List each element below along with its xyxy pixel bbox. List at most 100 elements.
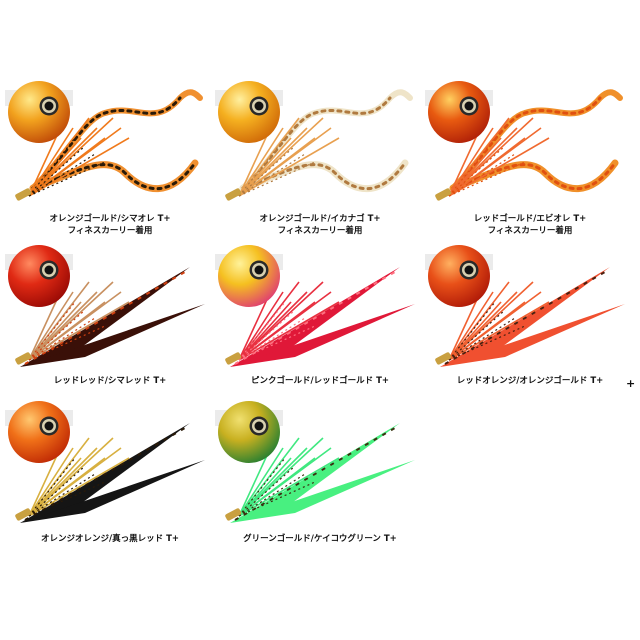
product-name: グリーンゴールド/ケイコウグリーン T+ <box>243 534 397 544</box>
skirt-strand <box>448 281 534 361</box>
jig-illustration <box>5 401 205 523</box>
product-card[interactable]: レッドゴールド/エビオレ T+ フィネスカーリー着用 <box>425 78 635 248</box>
skirt-strand <box>28 447 74 517</box>
tail-pattern <box>451 96 602 190</box>
skirt-pattern <box>238 473 306 517</box>
skirt-strand <box>448 301 550 361</box>
jig-illustration <box>5 245 205 367</box>
skirt-strand <box>28 301 130 361</box>
skirt-strand <box>238 291 284 361</box>
skirt-strand <box>28 137 130 197</box>
hook-sleeve <box>435 188 452 201</box>
skirt-strand <box>28 127 74 197</box>
skirt-pattern <box>448 161 526 197</box>
product-card[interactable]: グリーンゴールド/ケイコウグリーン T+ <box>215 398 425 568</box>
eye-pupil <box>254 265 264 275</box>
skirt-strand <box>448 137 550 197</box>
jig-illustration <box>215 245 415 367</box>
jig-head <box>8 401 70 463</box>
skirt-pattern <box>238 457 286 517</box>
tail-pattern <box>234 271 396 365</box>
eye-pupil <box>464 101 474 111</box>
jig-head <box>8 245 70 307</box>
eye-pupil <box>254 421 264 431</box>
skirt-strand <box>28 291 122 361</box>
skirt-pattern <box>28 325 106 361</box>
jig-head <box>428 245 490 307</box>
eye-pupil <box>44 101 54 111</box>
skirt-strand <box>28 117 114 197</box>
skirt-strand <box>448 127 494 197</box>
tail-pattern <box>24 427 186 521</box>
tail-pattern <box>241 96 392 190</box>
skirt-pattern <box>28 137 76 197</box>
skirt-strand <box>238 301 340 361</box>
product-note: フィネスカーリー着用 <box>487 226 573 236</box>
product-name: レッドレッド/シマレッド T+ <box>53 376 167 386</box>
skirt-strand <box>448 117 534 197</box>
skirt-strand <box>238 447 284 517</box>
skirt-pattern <box>28 317 96 361</box>
product-name: ピンクゴールド/レッドゴールド T+ <box>251 376 389 386</box>
tail-pattern <box>24 271 186 365</box>
skirt-strand <box>28 447 122 517</box>
hook-sleeve <box>15 508 32 521</box>
skirt-strand <box>28 127 122 197</box>
skirt-strand <box>28 291 74 361</box>
skirt-pattern <box>28 161 106 197</box>
tail-pattern <box>31 96 182 190</box>
skirt-pattern <box>448 301 496 361</box>
skirt-strand <box>238 437 324 517</box>
skirt-strand <box>28 281 114 361</box>
tail-pattern <box>444 271 606 365</box>
jig-illustration <box>5 81 203 201</box>
skirt-strand <box>238 281 324 361</box>
skirt-strand <box>238 457 340 517</box>
product-card[interactable]: オレンジゴールド/シマオレ T+ フィネスカーリー着用 <box>5 78 215 248</box>
skirt-strand <box>448 291 494 361</box>
product-name: オレンジオレンジ/真っ黒レッド T+ <box>41 534 179 544</box>
skirt-strand <box>448 127 542 197</box>
jig-illustration <box>215 401 415 523</box>
skirt-pattern <box>448 317 516 361</box>
product-card[interactable]: オレンジゴールド/イカナゴ T+ フィネスカーリー着用 <box>215 78 425 248</box>
skirt-pattern <box>28 153 96 197</box>
eye-pupil <box>44 265 54 275</box>
skirt-pattern <box>238 153 306 197</box>
skirt-strand <box>238 127 332 197</box>
skirt-pattern <box>238 161 316 197</box>
skirt-pattern <box>238 301 286 361</box>
skirt-pattern <box>28 481 106 517</box>
skirt-pattern <box>238 137 286 197</box>
skirt-pattern <box>448 325 526 361</box>
product-card[interactable]: レッドオレンジ/オレンジゴールド T+ <box>425 242 635 412</box>
product-name: オレンジゴールド/イカナゴ T+ <box>259 214 381 224</box>
hook-sleeve <box>15 352 32 365</box>
product-card[interactable]: ピンクゴールド/レッドゴールド T+ <box>215 242 425 412</box>
skirt-pattern <box>28 301 76 361</box>
product-name: レッドオレンジ/オレンジゴールド T+ <box>456 376 604 386</box>
tail-strand <box>230 460 415 523</box>
skirt-pattern <box>238 481 316 517</box>
tail-strand <box>440 304 625 367</box>
eye-pupil <box>44 421 54 431</box>
jig-head <box>428 81 490 143</box>
skirt-pattern <box>28 473 96 517</box>
skirt-pattern <box>448 153 516 197</box>
product-card[interactable]: オレンジオレンジ/真っ黒レッド T+ <box>5 398 215 568</box>
product-note: フィネスカーリー着用 <box>277 226 363 236</box>
skirt-strand <box>238 447 332 517</box>
eye-pupil <box>464 265 474 275</box>
product-card[interactable]: レッドレッド/シマレッド T+ <box>5 242 215 412</box>
product-note: フィネスカーリー着用 <box>67 226 153 236</box>
hook-sleeve <box>15 188 32 201</box>
skirt-strand <box>238 291 332 361</box>
eye-pupil <box>254 101 264 111</box>
skirt-pattern <box>28 457 76 517</box>
tail-strand <box>230 304 415 367</box>
skirt-strand <box>28 457 130 517</box>
hook-sleeve <box>225 508 242 521</box>
jig-head <box>218 81 280 143</box>
skirt-strand <box>448 291 542 361</box>
jig-illustration <box>425 81 623 201</box>
